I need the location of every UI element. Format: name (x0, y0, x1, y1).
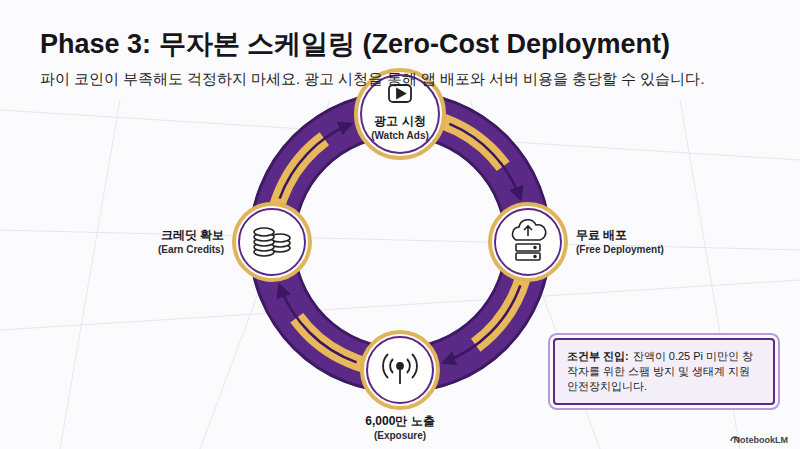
page-caption: 파이 코인이 부족해도 걱정하지 마세요. 광고 시청을 통해 앱 배포와 서버… (40, 70, 704, 89)
callout-heading: 조건부 진입: (567, 350, 629, 362)
cycle-arrow (280, 124, 351, 199)
coins-icon (254, 228, 290, 256)
cycle-node: 무료 배포(Free Deployment) (490, 204, 566, 280)
antenna-icon (383, 354, 417, 384)
cycle-arrow (280, 285, 357, 362)
node-subtitle: (Exposure) (374, 429, 426, 442)
node-subtitle: (Earn Credits) (158, 243, 224, 256)
node-title: 광고 시청 (374, 114, 425, 129)
ring-edge (294, 136, 506, 348)
node-subtitle: (Free Deployment) (576, 243, 664, 256)
page-title: Phase 3: 무자본 스케일링 (Zero-Cost Deployment) (40, 26, 670, 62)
watermark: NotebookLM (734, 435, 789, 445)
node-title: 무료 배포 (576, 228, 627, 243)
node-circles (234, 70, 566, 408)
node-label: 무료 배포(Free Deployment) (576, 228, 664, 256)
cycle-node: 광고 시청(Watch Ads) (356, 70, 444, 158)
node-title: 크레딧 확보 (161, 228, 224, 243)
callout-box: 조건부 진입:잔액이 0.25 Pi 미만인 창작자를 위한 스팸 방지 및 생… (553, 338, 775, 405)
cycle-node: 6,000만 노출(Exposure) (362, 332, 438, 408)
cloud-server-icon (513, 220, 546, 260)
node-circle-inner (239, 75, 561, 403)
node-title: 6,000만 노출 (365, 414, 434, 429)
cycle-node: 크레딧 확보(Earn Credits) (234, 204, 310, 280)
cycle-arrow (443, 285, 520, 362)
cycle-arrow (449, 124, 520, 199)
node-subtitle: (Watch Ads) (371, 129, 429, 142)
node-label: 크레딧 확보(Earn Credits) (158, 228, 224, 256)
node-label: 광고 시청(Watch Ads) (371, 114, 429, 142)
play-icon (389, 85, 411, 102)
node-label: 6,000만 노출(Exposure) (365, 414, 434, 442)
